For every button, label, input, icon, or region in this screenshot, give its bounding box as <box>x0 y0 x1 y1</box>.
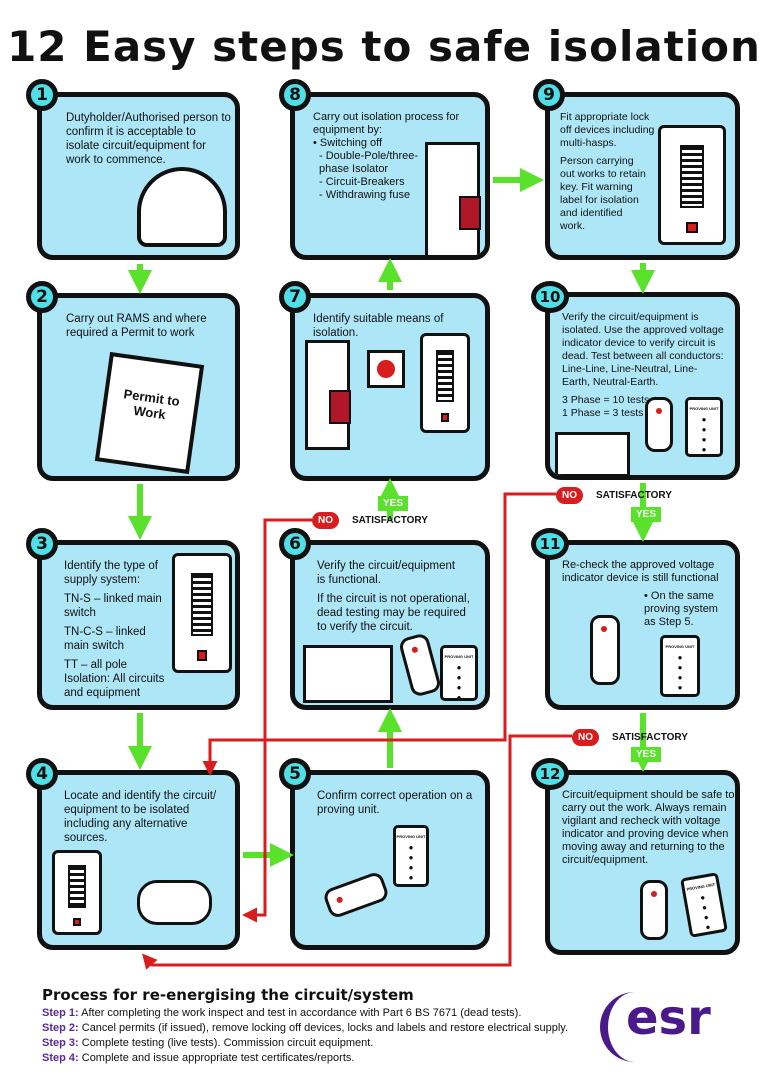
proving-unit-icon: PROVING UNIT <box>440 645 478 701</box>
step-12-badge: 12 <box>531 758 569 790</box>
consumer-unit-icon <box>172 553 232 673</box>
step-10-text: Verify the circuit/equipment is isolated… <box>562 311 724 388</box>
permit-clipboard-icon: Permit to Work <box>94 351 205 475</box>
step-3-text: Identify the type of supply system: <box>64 560 158 586</box>
step-4-text: Locate and identify the circuit/ equipme… <box>64 790 217 844</box>
step-8-badge: 8 <box>279 79 311 111</box>
step-10-text: 3 Phase = 10 tests <box>562 394 650 406</box>
step-11-badge: 11 <box>531 528 569 560</box>
proving-unit-icon: PROVING UNIT <box>393 825 429 887</box>
step-6-badge: 6 <box>279 528 311 560</box>
step-11-text: • On the same proving system as Step 5. <box>644 590 718 628</box>
motor-icon <box>137 880 212 925</box>
step-1-panel: Dutyholder/Authorised person to confirm … <box>37 92 240 260</box>
proving-unit-icon: PROVING UNIT <box>660 635 700 697</box>
step-4-badge: 4 <box>26 758 58 790</box>
step-10-text: 1 Phase = 3 tests <box>562 407 644 419</box>
voltage-indicator-icon <box>645 397 673 452</box>
step-8-panel: Carry out isolation process for equipmen… <box>290 92 490 260</box>
re-energising-step: Step 1: After completing the work inspec… <box>42 1007 522 1019</box>
circuit-breaker-icon <box>425 142 481 255</box>
step-8-text: - Circuit-Breakers <box>319 176 405 188</box>
step-5-text: Confirm correct operation on a proving u… <box>317 790 473 816</box>
step-2-badge: 2 <box>26 281 58 313</box>
step-11-panel: Re-check the approved voltage indicator … <box>545 540 740 710</box>
step-5-panel: Confirm correct operation on a proving u… <box>290 770 490 950</box>
step-4-panel: Locate and identify the circuit/ equipme… <box>37 770 240 950</box>
step-5-badge: 5 <box>279 758 311 790</box>
re-energising-step: Step 2: Cancel permits (if issued), remo… <box>42 1022 569 1034</box>
voltage-indicator-icon <box>397 632 443 698</box>
step-3-text: TN-S – linked main switch <box>64 593 162 619</box>
circuit-breaker-icon <box>305 340 351 450</box>
voltage-indicator-icon <box>321 870 391 920</box>
yes-label: YES <box>631 507 662 522</box>
re-energising-heading: Process for re-energising the circuit/sy… <box>42 986 414 1004</box>
re-energising-step: Step 4: Complete and issue appropriate t… <box>42 1052 355 1064</box>
step-3-panel: Identify the type of supply system: TN-S… <box>37 540 240 710</box>
step-10-badge: 10 <box>531 281 569 313</box>
no-label: NO <box>556 487 583 504</box>
proving-unit-icon: PROVING UNIT <box>680 872 728 938</box>
step-3-text: TT – all pole Isolation: All circuits an… <box>64 659 165 699</box>
rotary-isolator-icon <box>367 350 405 388</box>
step-9-text: Person carrying out works to retain key.… <box>560 155 646 232</box>
step-3-badge: 3 <box>26 528 58 560</box>
generator-icon <box>303 645 393 703</box>
yes-label: YES <box>631 747 662 762</box>
generator-icon <box>555 432 630 475</box>
worker-helmet-icon <box>137 167 227 247</box>
satisfactory-label: SATISFACTORY <box>596 490 672 501</box>
step-6-text: Verify the circuit/equipment is function… <box>317 560 456 586</box>
step-1-text: Dutyholder/Authorised person to confirm … <box>66 112 231 166</box>
locked-consumer-unit-icon <box>658 125 726 245</box>
proving-unit-icon: PROVING UNIT <box>685 397 723 457</box>
step-12-text: Circuit/equipment should be safe to carr… <box>562 789 735 866</box>
step-8-text: - Double-Pole/three-phase Isolator <box>319 150 419 175</box>
esr-logo: esr <box>600 990 720 1062</box>
step-2-text: Carry out RAMS and where required a Perm… <box>66 313 207 339</box>
step-7-text: Identify suitable means of isolation. <box>313 313 444 339</box>
no-label: NO <box>312 512 339 529</box>
step-6-text: If the circuit is not operational, dead … <box>317 593 470 633</box>
re-energising-section: Process for re-energising the circuit/sy… <box>42 986 568 1066</box>
step-1-badge: 1 <box>26 79 58 111</box>
step-12-panel: Circuit/equipment should be safe to carr… <box>545 770 740 955</box>
step-6-panel: Verify the circuit/equipment is function… <box>290 540 490 710</box>
step-7-panel: Identify suitable means of isolation. <box>290 293 490 481</box>
step-9-panel: Fit appropriate lock off devices includi… <box>545 92 740 260</box>
step-7-badge: 7 <box>279 281 311 313</box>
step-9-badge: 9 <box>533 79 565 111</box>
consumer-unit-icon <box>420 333 470 433</box>
step-3-text: TN-C-S – linked main switch <box>64 626 146 652</box>
step-8-text: - Withdrawing fuse <box>319 189 411 201</box>
consumer-unit-icon <box>52 850 102 935</box>
step-8-text: • Switching off <box>313 137 383 149</box>
voltage-indicator-icon <box>640 880 668 940</box>
yes-label: YES <box>378 496 409 511</box>
voltage-indicator-icon <box>590 615 620 685</box>
step-2-panel: Carry out RAMS and where required a Perm… <box>37 293 240 481</box>
step-8-text: Carry out isolation process for equipmen… <box>313 111 460 136</box>
step-10-panel: Verify the circuit/equipment is isolated… <box>545 292 740 480</box>
satisfactory-label: SATISFACTORY <box>612 732 688 743</box>
step-9-text: Fit appropriate lock off devices includi… <box>560 111 655 149</box>
page-title: 12 Easy steps to safe isolation <box>7 22 761 71</box>
satisfactory-label: SATISFACTORY <box>352 515 428 526</box>
no-label: NO <box>572 729 599 746</box>
step-11-text: Re-check the approved voltage indicator … <box>562 559 719 584</box>
re-energising-step: Step 3: Complete testing (live tests). C… <box>42 1037 374 1049</box>
